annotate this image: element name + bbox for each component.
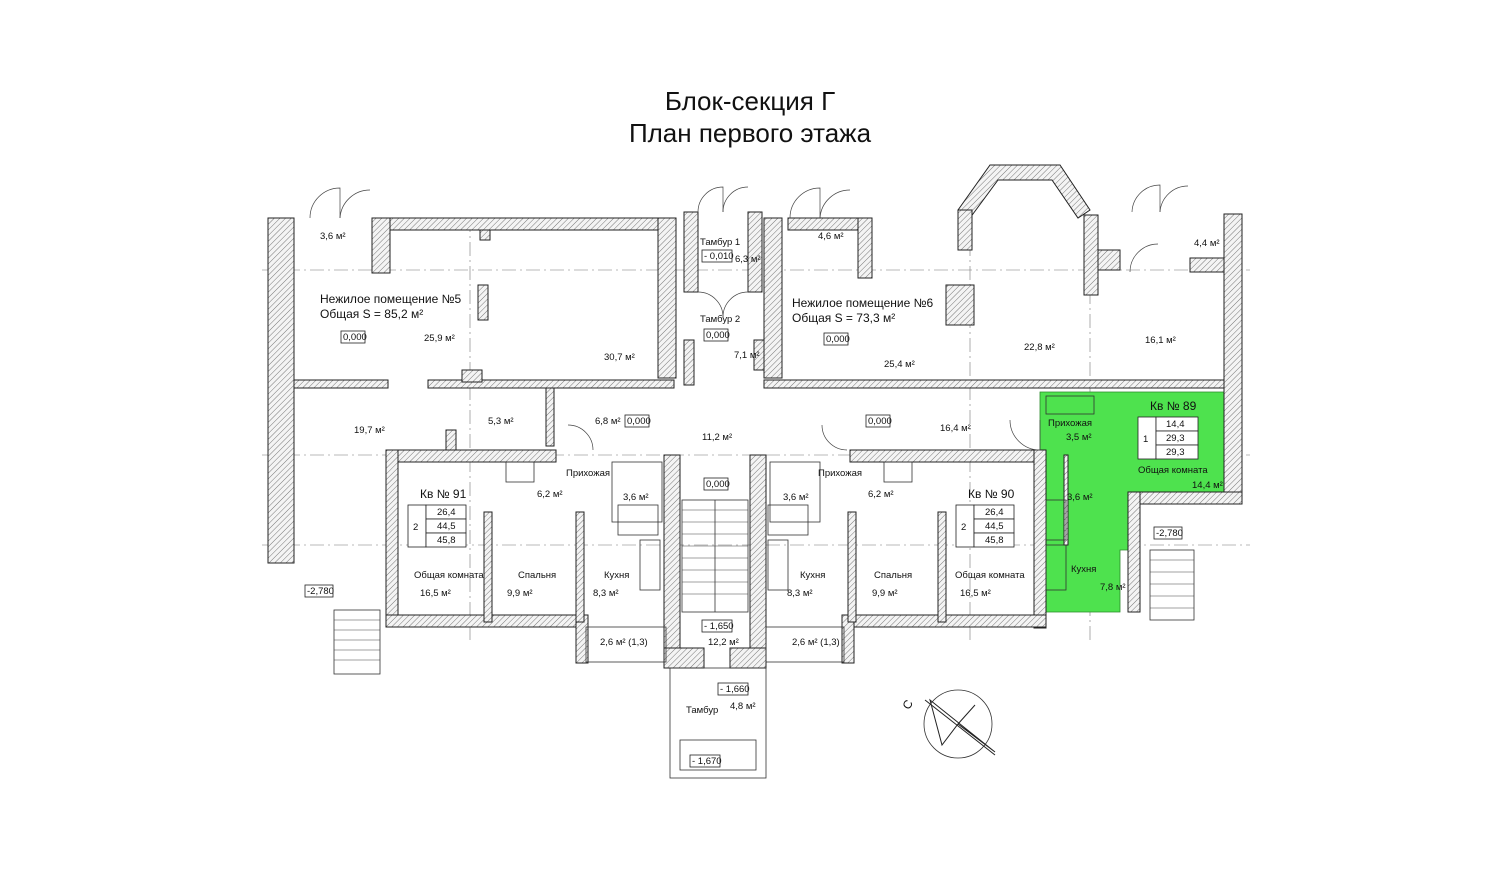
premise-6-area: Общая S = 73,3 м² [792, 311, 895, 325]
level-mark: -2,780 [307, 586, 334, 597]
room-area: 8,3 м² [787, 588, 813, 599]
level-mark: - 1,650 [704, 621, 734, 632]
bedroom-label: Спальня [518, 570, 556, 581]
room-area: 7,8 м² [1100, 582, 1126, 593]
level-mark: -2,780 [1156, 528, 1183, 539]
room-area: 9,9 м² [872, 588, 898, 599]
room-area: 11,2 м² [702, 432, 732, 443]
room-area: 4,4 м² [1194, 238, 1220, 249]
hall-label: Прихожая [818, 468, 862, 479]
apartment-90-label: Кв № 90 [968, 487, 1015, 501]
hall-label: Прихожая [1048, 418, 1092, 429]
kitchen-label: Кухня [604, 570, 629, 581]
apartment-91-label: Кв № 91 [420, 487, 467, 501]
room-area: 3,6 м² [623, 492, 649, 503]
room-area: 19,7 м² [354, 425, 385, 436]
living-room-label: Общая комната [955, 570, 1025, 581]
apartment-90-total-balcony: 45,8 [985, 535, 1004, 546]
kitchen-label: Кухня [1071, 564, 1096, 575]
level-mark: 0,000 [868, 416, 892, 427]
apartment-90-info[interactable]: Кв № 90 2 26,4 44,5 45,8 [955, 487, 1015, 548]
tambur-2-label: Тамбур 2 [700, 314, 740, 325]
apartment-90-rooms: 2 [961, 522, 966, 533]
room-area: 16,4 м² [940, 423, 971, 434]
room-area: 9,9 м² [507, 588, 533, 599]
level-mark: 0,000 [343, 332, 367, 343]
room-area: 3,5 м² [1066, 432, 1092, 443]
room-area: 25,9 м² [424, 333, 455, 344]
room-area: 3,6 м² [320, 231, 346, 242]
apartment-89-total: 29,3 [1166, 433, 1185, 444]
balconies [585, 626, 845, 663]
premise-6-name: Нежилое помещение №6 [792, 296, 933, 310]
apartment-89-rooms: 1 [1143, 434, 1148, 445]
walls [267, 164, 1243, 669]
room-area: 30,7 м² [604, 352, 635, 363]
room-area: 16,1 м² [1145, 335, 1176, 346]
living-room-label: Общая комната [414, 570, 484, 581]
room-area: 3,6 м² [1067, 492, 1093, 503]
plan-subtitle: План первого этажа [628, 118, 872, 148]
level-mark: 0,000 [826, 334, 850, 345]
tambur-1-label: Тамбур 1 [700, 237, 740, 248]
room-area: 5,3 м² [488, 416, 514, 427]
balcony-area: 2,6 м² (1,3) [600, 637, 648, 648]
apartment-89-label: Кв № 89 [1150, 399, 1197, 413]
level-mark: - 1,660 [720, 684, 750, 695]
room-area: 25,4 м² [884, 359, 915, 370]
balcony-area: 2,6 м² (1,3) [792, 637, 840, 648]
level-mark: 0,000 [627, 416, 651, 427]
level-marks: 0,000 - 0,010 0,000 0,000 0,000 0,000 0,… [304, 249, 1183, 768]
level-mark: 0,000 [706, 330, 730, 341]
room-area: 6,3 м² [735, 254, 761, 265]
plan-title: Блок-секция Г [664, 86, 836, 116]
premise-5-name: Нежилое помещение №5 [320, 292, 461, 306]
room-area: 16,5 м² [960, 588, 991, 599]
room-area: 22,8 м² [1024, 342, 1055, 353]
room-area: 14,4 м² [1192, 480, 1223, 491]
room-area: 4,6 м² [818, 231, 844, 242]
apartment-89-total-balcony: 29,3 [1166, 447, 1185, 458]
room-area: 7,1 м² [734, 350, 760, 361]
bedroom-label: Спальня [874, 570, 912, 581]
room-area: 4,8 м² [730, 701, 756, 712]
room-area: 3,6 м² [783, 492, 809, 503]
room-area: 6,2 м² [868, 489, 894, 500]
apartment-91-living: 26,4 [437, 507, 456, 518]
level-mark: 0,000 [706, 479, 730, 490]
tambur-label: Тамбур [686, 705, 718, 716]
left-external-stairs [333, 609, 381, 675]
hall-label: Прихожая [566, 468, 610, 479]
central-stairs [681, 499, 749, 613]
apartment-90-total: 44,5 [985, 521, 1004, 532]
level-mark: - 0,010 [704, 251, 734, 262]
room-area: 6,8 м² [595, 416, 621, 427]
apartment-89-info[interactable]: Кв № 89 1 14,4 29,3 29,3 [1137, 399, 1199, 460]
apartment-91-info[interactable]: Кв № 91 2 26,4 44,5 45,8 [407, 487, 467, 548]
room-area: 8,3 м² [593, 588, 619, 599]
living-room-label: Общая комната [1138, 465, 1208, 476]
doors [309, 184, 1189, 451]
room-area: 16,5 м² [420, 588, 451, 599]
compass-letter: С [899, 697, 916, 712]
room-area: 6,2 м² [537, 489, 563, 500]
room-area: 12,2 м² [708, 637, 739, 648]
kitchen-label: Кухня [800, 570, 825, 581]
bottom-entrance [669, 667, 767, 779]
right-external-stairs [1149, 549, 1195, 621]
north-arrow-icon: С [899, 689, 996, 759]
apartment-91-total: 44,5 [437, 521, 456, 532]
apartment-91-total-balcony: 45,8 [437, 535, 456, 546]
apartment-91-rooms: 2 [413, 522, 418, 533]
apartment-89-living: 14,4 [1166, 419, 1185, 430]
apartment-90-living: 26,4 [985, 507, 1004, 518]
fixtures [505, 395, 1095, 591]
level-mark: - 1,670 [692, 756, 722, 767]
premise-5-area: Общая S = 85,2 м² [320, 307, 423, 321]
